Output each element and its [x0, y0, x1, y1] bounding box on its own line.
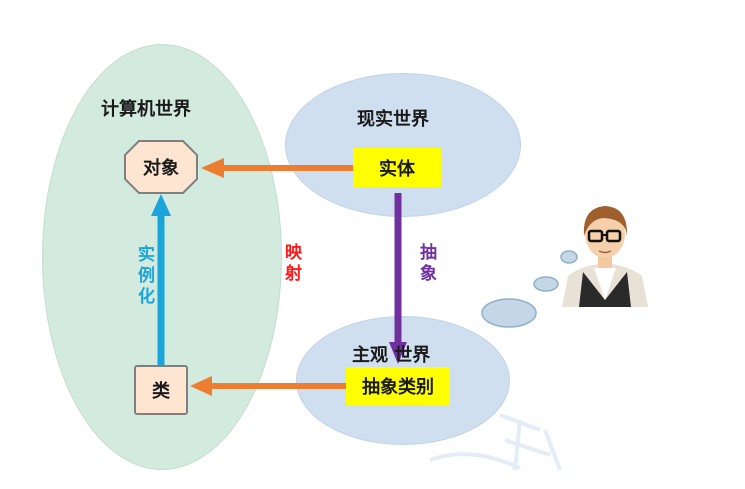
computer-world-label: 计算机世界 [101, 95, 191, 121]
object-node: 对象 [125, 141, 197, 193]
abstract-label: 抽象 [414, 243, 439, 285]
map-label: 映射 [279, 243, 304, 285]
instantiate-label: 实例化 [132, 245, 157, 308]
thought-bubble-icon [482, 251, 577, 327]
reality-world-label: 现实世界 [357, 105, 429, 131]
subjective-world-label: 主观 世界 [352, 341, 430, 367]
category-to-class-arrow [190, 376, 346, 396]
abstract-category-box: 抽象类别 [346, 367, 450, 405]
class-node: 类 [134, 365, 188, 415]
abstract-arrow [389, 193, 407, 364]
watermark [430, 415, 560, 470]
entity-box: 实体 [353, 148, 441, 187]
entity-to-object-arrow [201, 158, 353, 178]
